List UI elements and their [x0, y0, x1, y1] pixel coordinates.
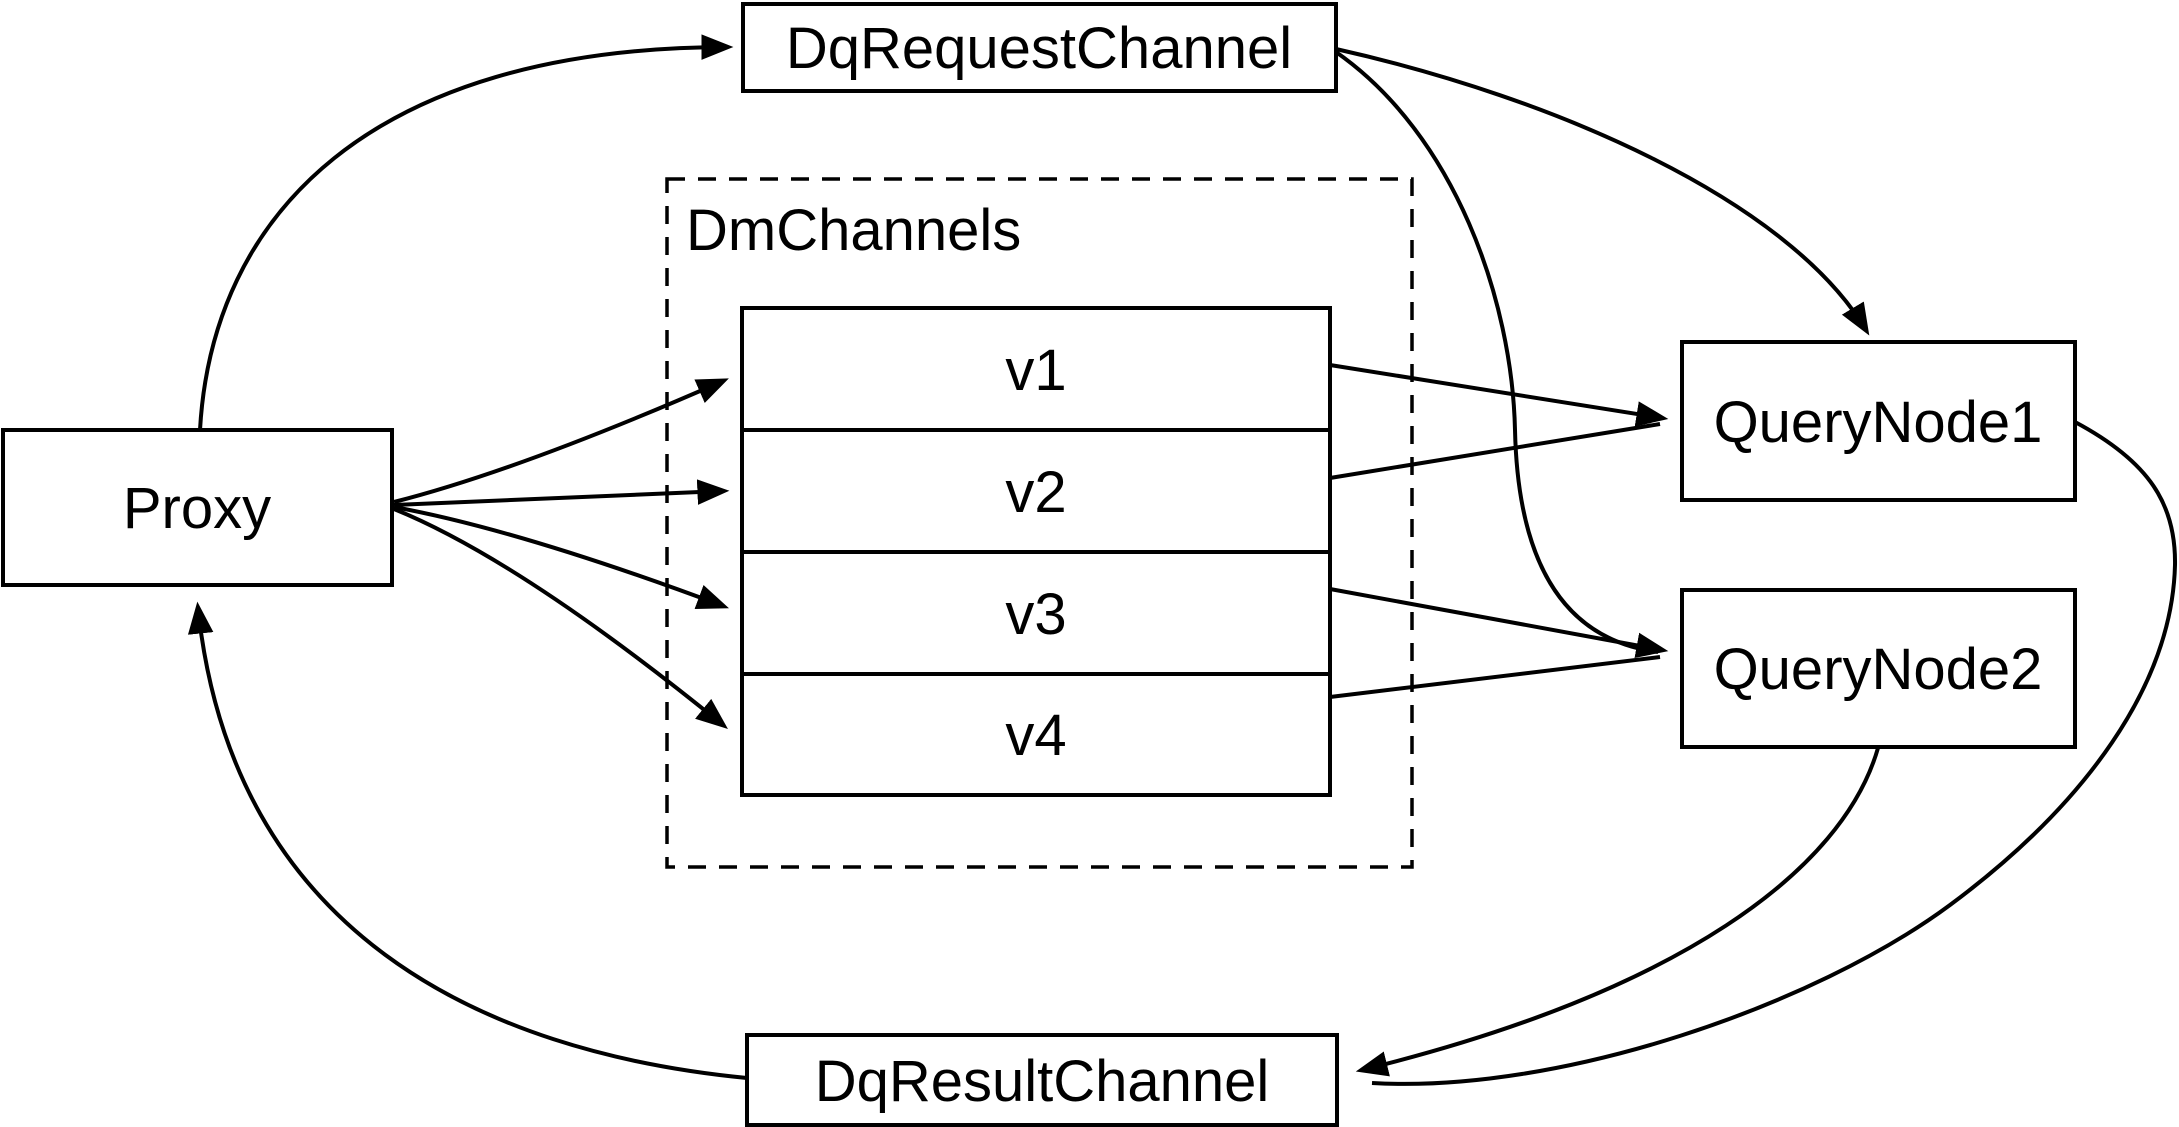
- edge-proxy-to-v3: [393, 505, 729, 610]
- node-channel-v3: v3: [740, 550, 1332, 676]
- node-querynode1: QueryNode1: [1680, 340, 2077, 502]
- edge-v4-to-querynode2: [1329, 655, 1661, 699]
- channel-v1-label: v1: [1005, 338, 1066, 403]
- querynode1-label: QueryNode1: [1714, 390, 2043, 455]
- node-dqrequestchannel: DqRequestChannel: [741, 2, 1338, 93]
- edge-querynode1-to-dqresultchannel: [1371, 420, 2178, 1086]
- channel-v3-label: v3: [1005, 582, 1066, 647]
- edge-v2-to-querynode1: [1329, 422, 1661, 480]
- channel-stack: v1 v2 v3 v4: [740, 306, 1332, 797]
- edge-dqrequestchannel-to-querynode1: [1335, 47, 1870, 336]
- proxy-label: Proxy: [123, 476, 271, 541]
- edge-proxy-to-v2: [393, 479, 730, 507]
- edge-v1-to-querynode1: [1329, 363, 1669, 427]
- dmchannels-group-box: [665, 177, 1414, 869]
- node-channel-v4: v4: [740, 672, 1332, 797]
- edge-v3-to-querynode2: [1329, 587, 1669, 658]
- edge-proxy-to-v1: [393, 378, 729, 504]
- node-querynode2: QueryNode2: [1680, 588, 2077, 749]
- node-dqresultchannel: DqResultChannel: [745, 1033, 1339, 1127]
- node-channel-v2: v2: [740, 428, 1332, 554]
- dmchannels-group-label: DmChannels: [686, 198, 1021, 263]
- edge-proxy-to-dqrequestchannel: [198, 34, 734, 431]
- edge-dqrequestchannel-to-querynode2: [1334, 50, 1659, 654]
- querynode2-label: QueryNode2: [1714, 637, 2043, 702]
- dqresultchannel-label: DqResultChannel: [815, 1049, 1270, 1114]
- node-channel-v1: v1: [740, 306, 1332, 432]
- dqrequestchannel-label: DqRequestChannel: [786, 16, 1292, 81]
- node-proxy: Proxy: [1, 428, 394, 587]
- edge-dqresultchannel-to-proxy: [187, 601, 748, 1080]
- edge-proxy-to-v4: [393, 507, 728, 730]
- channel-v4-label: v4: [1005, 703, 1066, 768]
- channel-v2-label: v2: [1005, 460, 1066, 525]
- edge-querynode2-to-dqresultchannel: [1355, 747, 1880, 1077]
